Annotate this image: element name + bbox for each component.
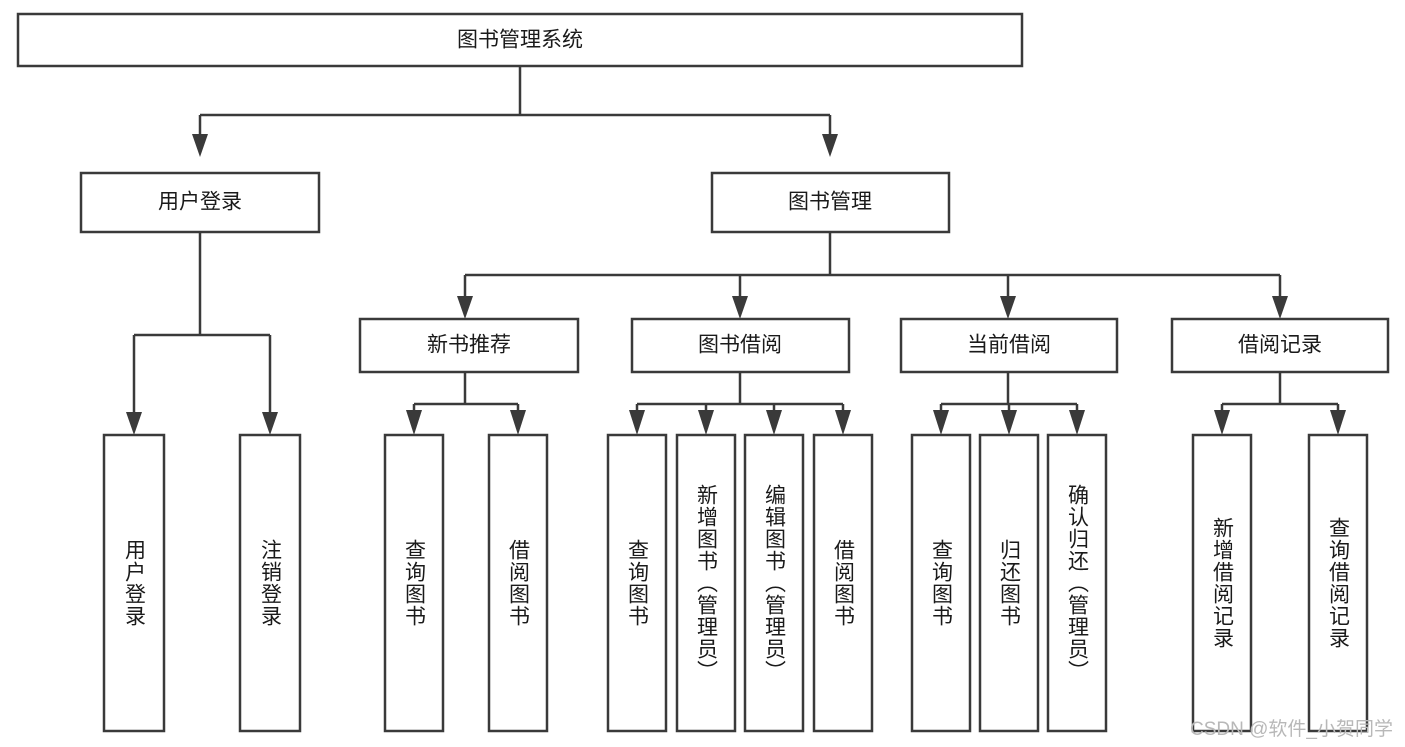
arrow-to-leaf-query-record [1330,410,1346,435]
arrow-to-borrow-record [1272,296,1288,319]
arrow-to-leaf-query-book-1 [406,410,422,435]
node-label-book-borrow: 图书借阅 [698,334,782,357]
arrow-to-leaf-borrow-book-2 [835,410,851,435]
node-box-leaf-query-record[interactable] [1307,433,1369,733]
node-box-leaf-query-book-3[interactable] [910,433,972,733]
node-label-root: 图书管理系统 [457,29,583,52]
node-label-book-manage: 图书管理 [788,191,872,214]
arrow-to-leaf-query-book-3 [933,410,949,435]
node-box-user-login[interactable] [79,171,321,234]
arrow-to-leaf-borrow-book-1 [510,410,526,435]
arrow-to-leaf-add-record [1214,410,1230,435]
node-label-user-login: 用户登录 [158,191,242,214]
node-box-borrow-record[interactable] [1170,317,1390,374]
arrow-to-book-borrow [732,296,748,319]
node-box-new-book-rec[interactable] [358,317,580,374]
arrow-to-book-manage [822,134,838,157]
node-box-leaf-add-book[interactable] [675,433,737,733]
node-box-current-borrow[interactable] [899,317,1119,374]
node-box-leaf-edit-book[interactable] [743,433,805,733]
node-label-current-borrow: 当前借阅 [967,334,1051,357]
node-box-leaf-return-book[interactable] [978,433,1040,733]
node-box-book-manage[interactable] [710,171,951,234]
arrow-to-current-borrow [1000,296,1016,319]
node-box-leaf-query-book-1[interactable] [383,433,445,733]
boxes-layer: 图书管理系统 用户登录 图书管理 新书推荐 图书借阅 当前借阅 借阅记录 [16,12,1390,733]
node-box-leaf-logout[interactable] [238,433,302,733]
node-label-new-book-rec: 新书推荐 [427,334,511,357]
node-box-root[interactable] [16,12,1024,68]
csdn-watermark: CSDN @软件_小贺同学 [1190,719,1393,740]
node-box-leaf-confirm-return[interactable] [1046,433,1108,733]
arrow-to-user-login [192,134,208,157]
arrow-to-leaf-user-login [126,412,142,435]
node-box-leaf-query-book-2[interactable] [606,433,668,733]
node-label-borrow-record: 借阅记录 [1238,334,1322,357]
node-box-leaf-user-login[interactable] [102,433,166,733]
arrow-to-leaf-logout [262,412,278,435]
arrow-to-leaf-query-book-2 [629,410,645,435]
node-box-leaf-add-record[interactable] [1191,433,1253,733]
arrow-to-leaf-return-book [1001,410,1017,435]
node-box-leaf-borrow-book-1[interactable] [487,433,549,733]
arrow-to-leaf-edit-book [766,410,782,435]
node-box-leaf-borrow-book-2[interactable] [812,433,874,733]
connectors-layer [126,66,1346,435]
arrow-to-leaf-add-book [698,410,714,435]
arrow-to-leaf-confirm-return [1069,410,1085,435]
node-box-book-borrow[interactable] [630,317,851,374]
arrow-to-new-book-rec [457,296,473,319]
